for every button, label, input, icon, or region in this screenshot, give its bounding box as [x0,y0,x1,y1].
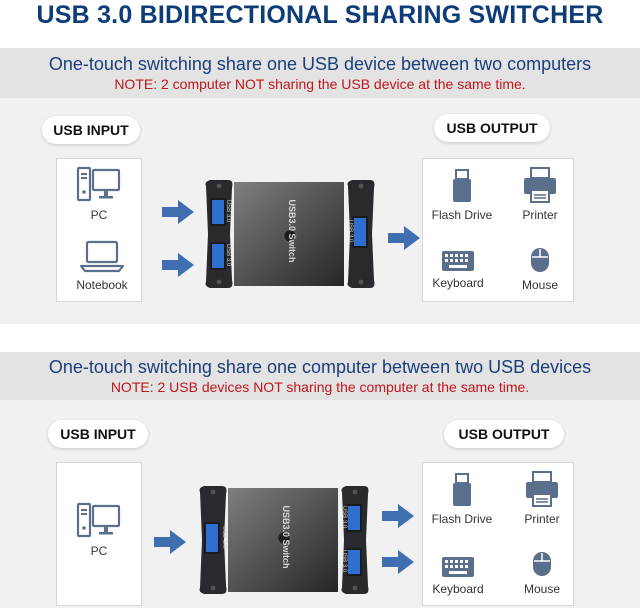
mouse-icon [531,248,549,272]
top-switch-brand: USB3.0 Switch [287,199,297,263]
bottom-usb-switch: USB3.0 Switch USB 3.0 USB 3.0 USB 3.0 [196,484,372,596]
top-output-keyboard: Keyboard [428,250,488,290]
top-input-pc-label: PC [90,208,108,222]
page-title: USB 3.0 BIDIRECTIONAL SHARING SWITCHER [36,1,604,29]
top-input-notebook-label: Notebook [76,278,128,292]
flash-drive-icon [453,169,471,202]
bottom-usb-output-label: USB OUTPUT [444,420,564,448]
top-output-mouse: Mouse [512,246,568,292]
top-output-printer-label: Printer [522,208,558,222]
bottom-arrow-out-1 [382,504,414,528]
top-switch-port-label-2: USB 3.0 [225,243,231,267]
keyboard-icon [442,557,474,577]
printer-icon [526,471,558,507]
bottom-arrow-in [154,530,186,554]
bottom-switch-port-label-1: USB 3.0 [221,525,227,549]
bottom-output-mouse: Mouse [514,550,570,596]
top-input-box [56,158,142,302]
bottom-usb-input-label: USB INPUT [48,420,148,448]
bottom-input-pc: PC [64,500,134,558]
bottom-input-pc-label: PC [90,544,108,558]
top-section-header: One-touch switching share one USB device… [0,48,640,98]
pc-tower-icon [76,166,121,202]
top-usb-input-label: USB INPUT [42,116,140,144]
top-usb-output-label: USB OUTPUT [434,114,550,142]
bottom-output-keyboard: Keyboard [428,556,488,596]
top-switch-port-label-1: USB 3.0 [225,199,231,223]
bottom-arrow-out-2 [382,550,414,574]
mouse-icon [533,552,551,576]
top-output-keyboard-label: Keyboard [432,276,484,290]
top-output-flash-drive-label: Flash Drive [431,208,493,222]
top-arrow-out [388,226,420,250]
top-output-mouse-label: Mouse [521,278,559,292]
pc-tower-icon [76,502,121,538]
top-input-pc: PC [64,164,134,222]
bottom-section-header: One-touch switching share one computer b… [0,352,640,400]
bottom-switch-brand: USB3.0 Switch [281,505,291,569]
bottom-output-flash-drive-label: Flash Drive [431,512,493,526]
top-output-printer: Printer [508,166,572,222]
bottom-output-mouse-label: Mouse [523,582,561,596]
keyboard-icon [442,251,474,271]
top-usb-switch: USB3.0 Switch USB 3.0 USB 3.0 USB 3.0 [202,178,378,290]
top-arrow-in-1 [162,200,194,224]
bottom-switch-port-label-3: USB 3.0 [341,549,347,573]
bottom-output-printer: Printer [510,470,574,526]
top-note: NOTE: 2 computer NOT sharing the USB dev… [114,76,526,92]
top-output-flash-drive: Flash Drive [428,168,496,222]
bottom-output-flash-drive: Flash Drive [428,472,496,526]
top-arrow-in-2 [162,253,194,277]
bottom-output-keyboard-label: Keyboard [432,582,484,596]
top-input-notebook: Notebook [64,238,140,292]
bottom-note: NOTE: 2 USB devices NOT sharing the comp… [110,379,530,395]
top-switch-port-label-3: USB 3.0 [347,219,353,243]
bottom-output-printer-label: Printer [524,512,560,526]
laptop-icon [79,240,125,273]
bottom-headline: One-touch switching share one computer b… [48,357,592,377]
printer-icon [524,167,556,203]
flash-drive-icon [453,473,471,506]
bottom-switch-port-label-2: USB 3.0 [341,505,347,529]
top-headline: One-touch switching share one USB device… [48,54,592,74]
